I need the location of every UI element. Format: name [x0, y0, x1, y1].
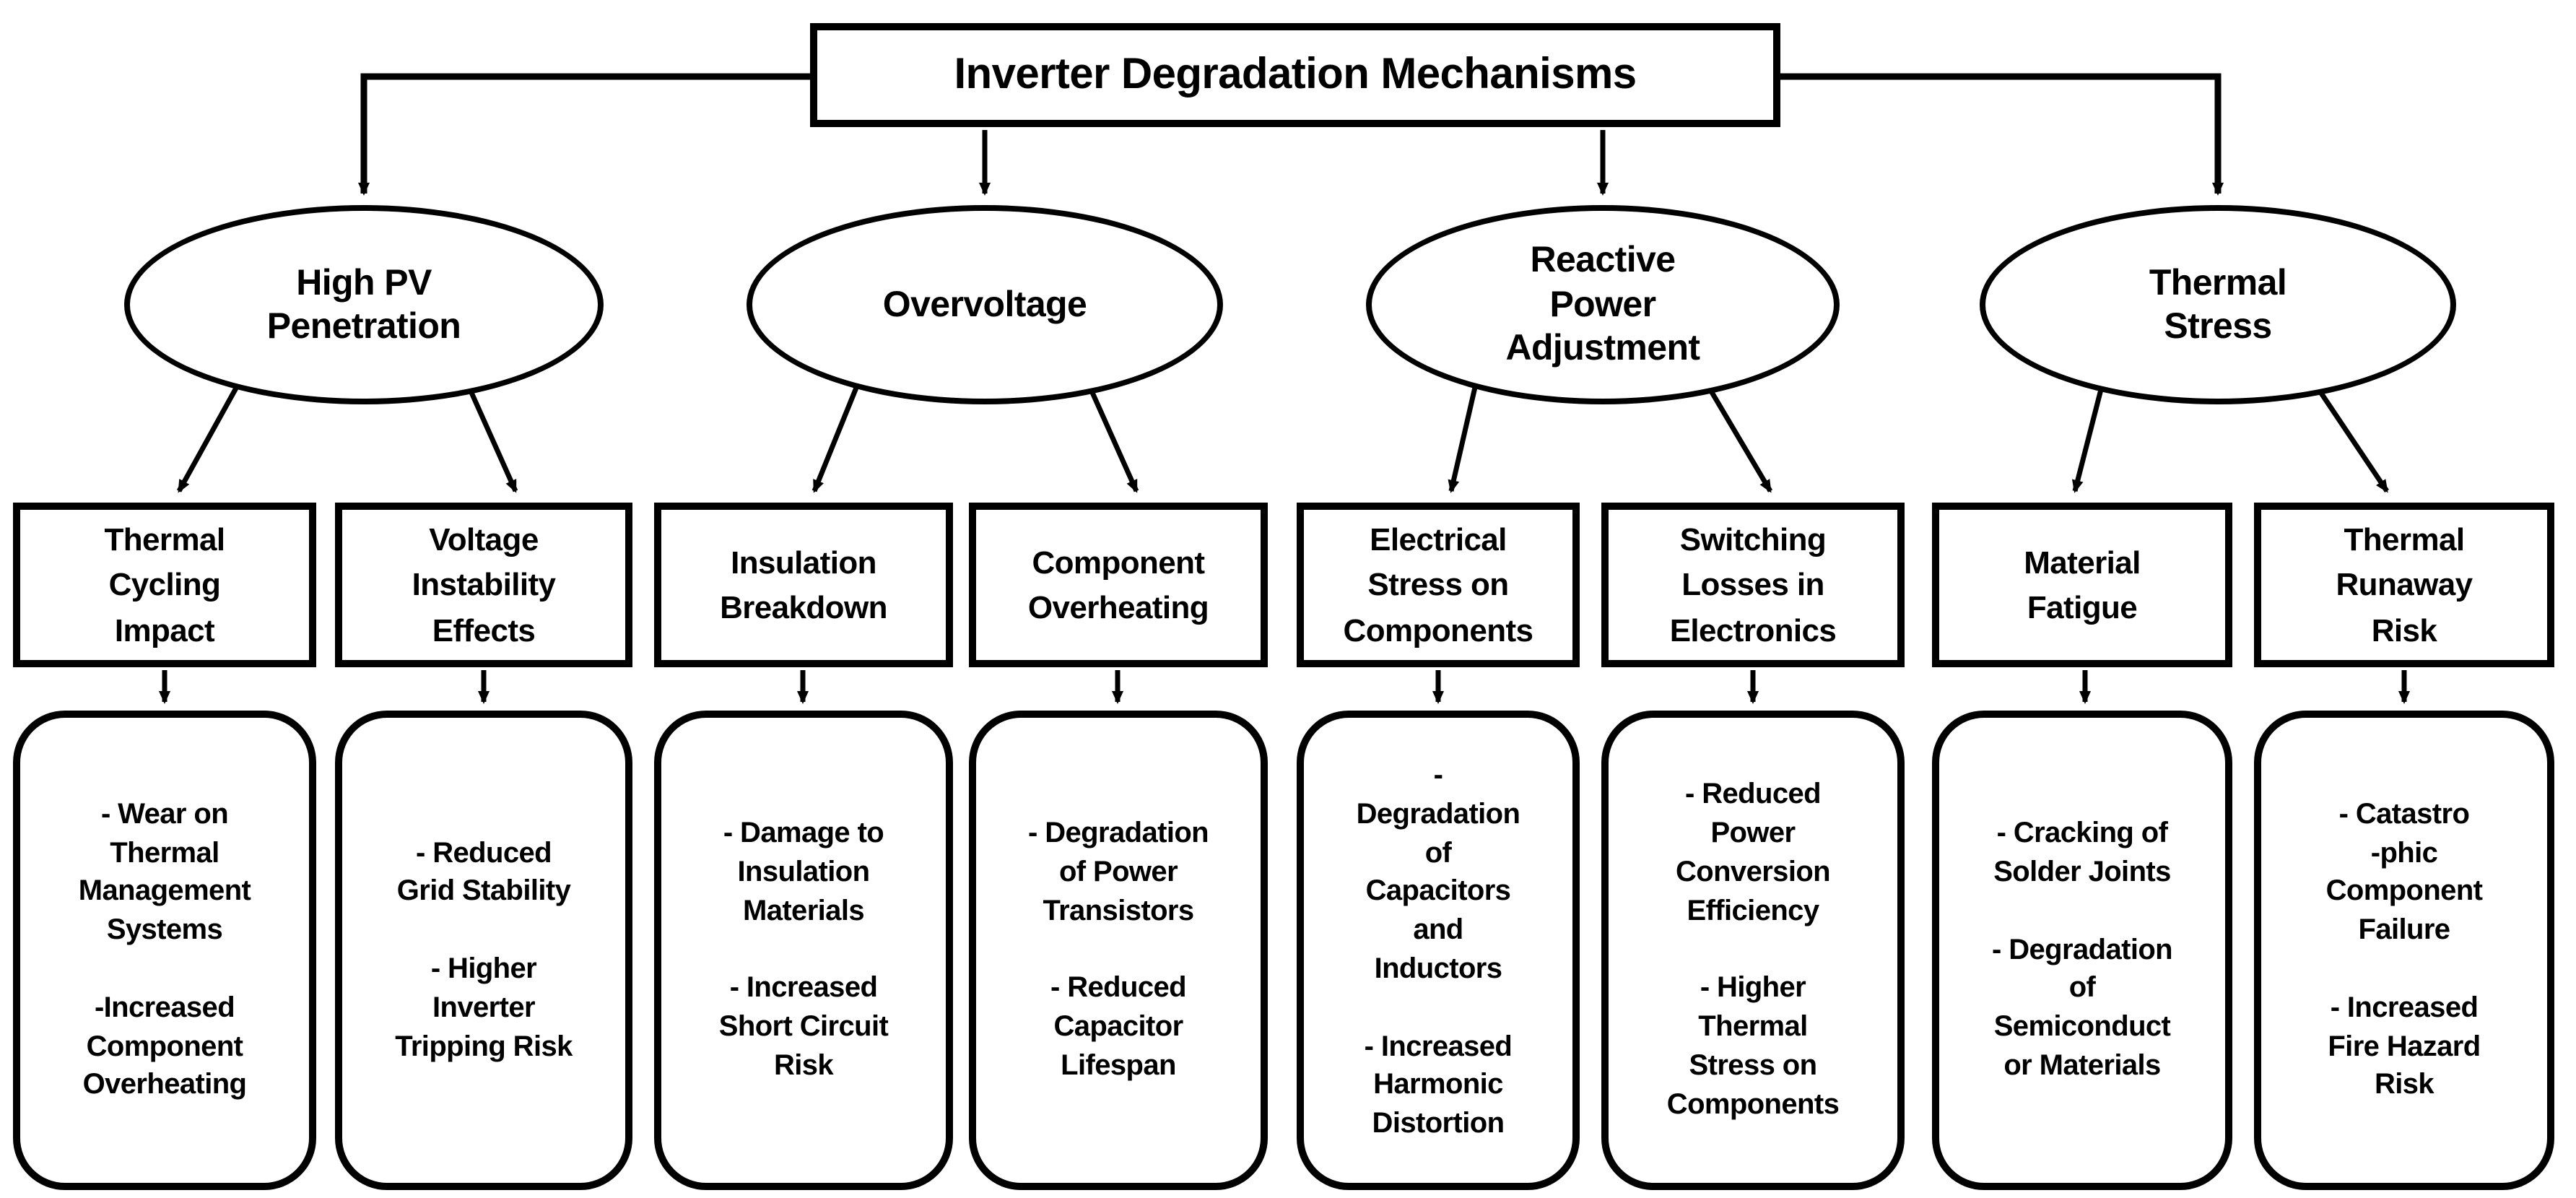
effects-box-component-overheating: - Degradation of Power Transistors - Red…: [969, 711, 1268, 1190]
diagram-title: Inverter Degradation Mechanisms: [954, 51, 1637, 98]
effects-box-thermal-runaway-risk: - Catastro -phic Component Failure - Inc…: [2254, 711, 2554, 1190]
connector-branch2-to-box3: [811, 383, 861, 493]
connector-branch1-to-box2: [464, 380, 518, 493]
mechanism-box-material-fatigue: Material Fatigue: [1932, 503, 2232, 667]
mechanism-box-electrical-stress-on-components: Electrical Stress on Components: [1297, 503, 1580, 667]
connector-branch4-to-box8: [2311, 380, 2389, 493]
branch-ellipse-thermal-stress: Thermal Stress: [1980, 205, 2456, 404]
mechanism-box-thermal-runaway-risk: Thermal Runaway Risk: [2254, 503, 2554, 667]
connector-branch1-to-box1: [176, 383, 241, 493]
connector-branch4-to-box7: [2071, 372, 2108, 493]
effects-box-insulation-breakdown: - Damage to Insulation Materials - Incre…: [654, 711, 953, 1190]
root-node-title: Inverter Degradation Mechanisms: [810, 23, 1780, 127]
branch-ellipse-reactive-power-adjustment: Reactive Power Adjustment: [1366, 205, 1840, 404]
connector-branch3-to-box6: [1702, 380, 1773, 493]
effects-box-material-fatigue: - Cracking of Solder Joints - Degradatio…: [1932, 711, 2232, 1190]
connector-root-to-branch1: [358, 73, 810, 196]
connector-branch2-to-box4: [1084, 380, 1139, 493]
branch-ellipse-overvoltage: Overvoltage: [747, 205, 1223, 404]
connector-root-to-branch4: [1780, 73, 2224, 196]
branch-ellipse-high-pv-penetration: High PV Penetration: [124, 205, 604, 404]
mechanism-box-component-overheating: Component Overheating: [969, 503, 1268, 667]
mechanism-box-insulation-breakdown: Insulation Breakdown: [654, 503, 953, 667]
connector-branch3-to-box5: [1448, 383, 1479, 493]
effects-box-voltage-instability-effects: - Reduced Grid Stability - Higher Invert…: [335, 711, 632, 1190]
mechanism-box-voltage-instability-effects: Voltage Instability Effects: [335, 503, 632, 667]
effects-box-electrical-stress-on-components: - Degradation of Capacitors and Inductor…: [1297, 711, 1580, 1190]
effects-box-thermal-cycling-impact: - Wear on Thermal Management Systems -In…: [13, 711, 316, 1190]
effects-box-switching-losses-in-electronics: - Reduced Power Conversion Efficiency - …: [1601, 711, 1905, 1190]
mechanism-box-switching-losses-in-electronics: Switching Losses in Electronics: [1601, 503, 1905, 667]
mechanism-box-thermal-cycling-impact: Thermal Cycling Impact: [13, 503, 316, 667]
